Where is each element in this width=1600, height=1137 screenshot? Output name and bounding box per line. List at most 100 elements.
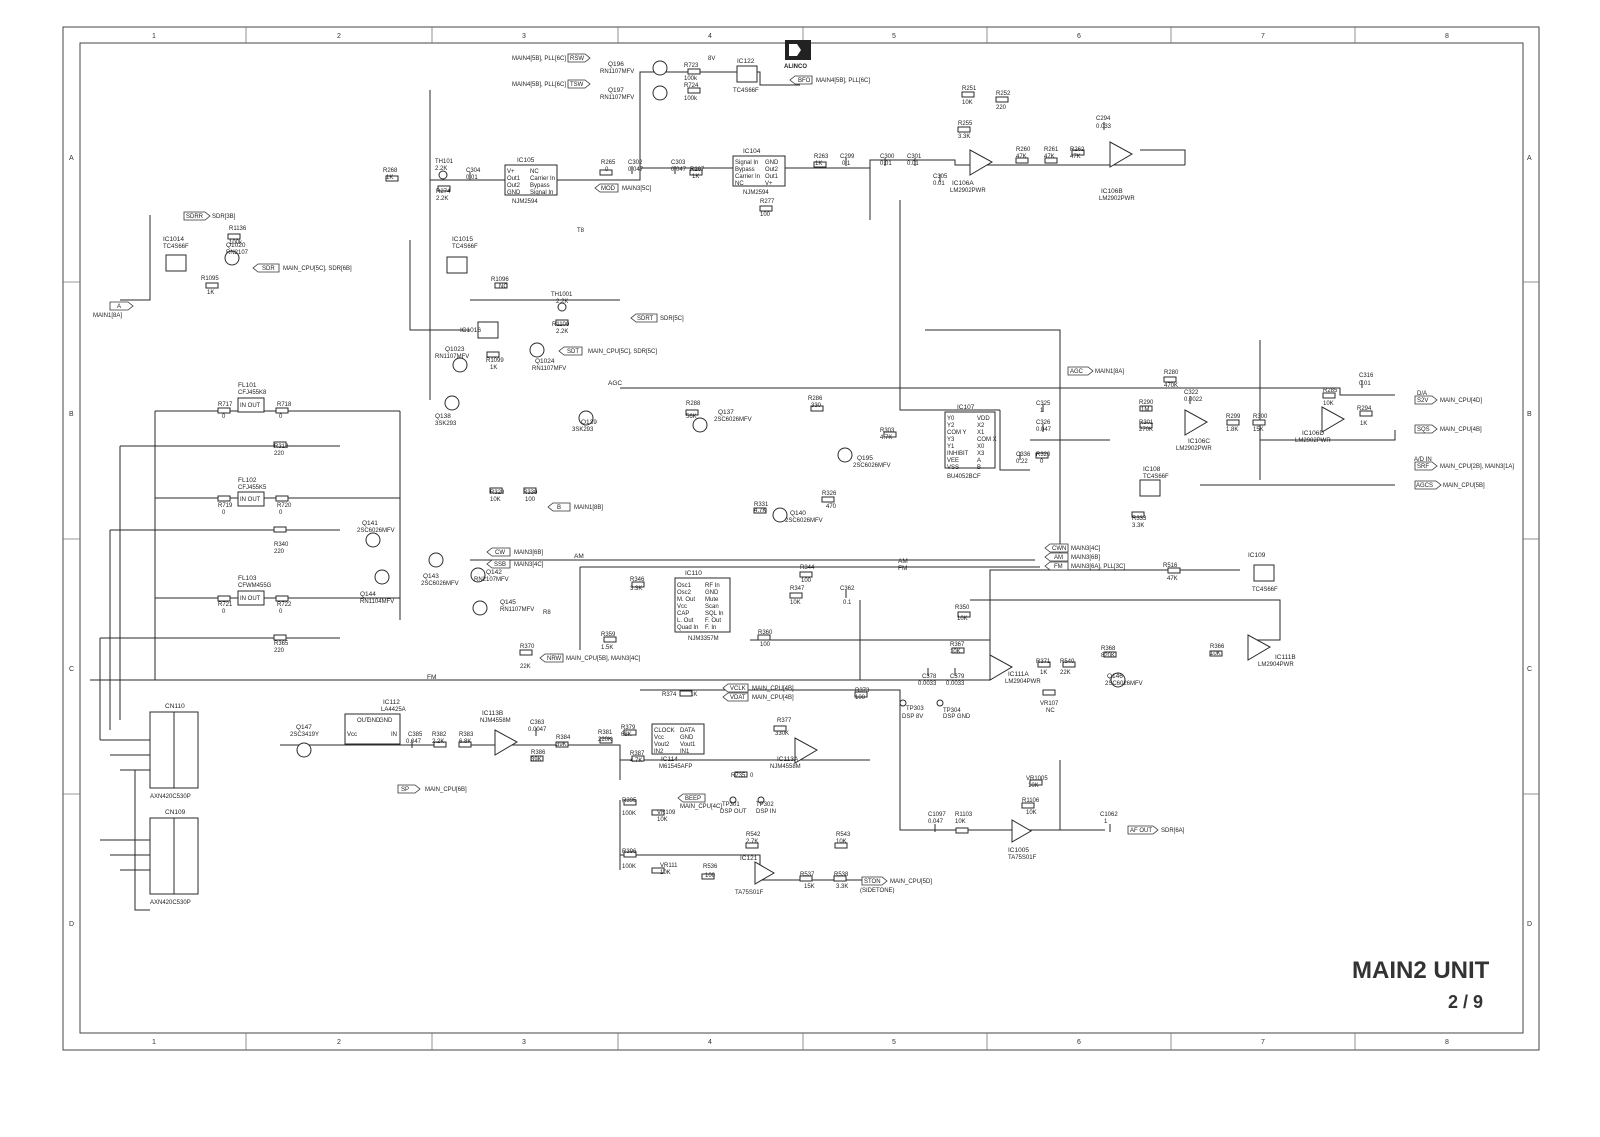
svg-text:NRW: NRW [547,656,562,662]
svg-text:IC112: IC112 [383,699,400,706]
svg-text:VR109: VR109 [657,810,676,816]
svg-text:RN1104MFV: RN1104MFV [360,599,394,605]
svg-text:IN OUT: IN OUT [240,497,261,503]
filter-fl101: FL101 CFJ455K8 IN OUT [237,382,267,413]
svg-text:C362: C362 [840,586,855,592]
net-tag-mod: MOD MAIN3[5C] [594,183,652,193]
svg-text:T8: T8 [577,228,585,234]
svg-text:MAIN_CPU[5C], SDR[6B]: MAIN_CPU[5C], SDR[6B] [283,266,352,272]
svg-text:Q1024: Q1024 [535,358,555,365]
svg-text:CAP: CAP [677,611,689,617]
svg-text:R286: R286 [808,396,823,402]
svg-text:3.3K: 3.3K [1132,523,1144,529]
svg-text:470: 470 [826,504,837,510]
svg-text:470K: 470K [1164,383,1178,389]
svg-text:SQL In: SQL In [705,611,723,617]
svg-text:Carrier In: Carrier In [530,176,555,182]
transistor-q139: Q139 3SK293 [572,410,597,433]
svg-text:10K: 10K [955,819,966,825]
svg-text:X2: X2 [977,423,985,429]
svg-text:NC: NC [499,284,508,290]
opamp-ic106b: IC106B LM2902PWR [1099,141,1135,202]
svg-text:0.047: 0.047 [928,819,944,825]
net-tag-cwn: CWN MAIN3[4C] [1044,543,1101,553]
svg-text:0.1: 0.1 [843,600,852,606]
svg-text:NJM4558M: NJM4558M [480,718,511,724]
svg-text:0.0033: 0.0033 [946,681,965,687]
ic-ic1016-switch: IC1016 [460,321,499,339]
svg-text:10K: 10K [957,616,968,622]
grid-col-label: 4 [708,1039,712,1046]
svg-text:4.7K: 4.7K [754,508,766,514]
svg-text:LA4425A: LA4425A [381,707,406,713]
svg-text:VSS: VSS [947,465,959,471]
transistor-q147: Q147 2SC3419Y [290,724,319,758]
svg-text:A: A [977,458,981,464]
svg-text:X1: X1 [977,430,985,436]
svg-text:10K: 10K [1026,810,1037,816]
svg-text:R1095: R1095 [201,276,219,282]
svg-text:10K: 10K [490,497,501,503]
svg-text:0: 0 [605,167,609,173]
svg-text:1K: 1K [490,365,497,371]
svg-text:Q1023: Q1023 [445,346,465,353]
svg-text:22K: 22K [1060,670,1071,676]
svg-text:330K: 330K [775,731,789,737]
svg-text:0.22: 0.22 [1016,459,1028,465]
svg-text:RN1107MFV: RN1107MFV [532,366,566,372]
svg-text:R516: R516 [1163,563,1178,569]
svg-text:MAIN_CPU[2B], MAIN3[1A]: MAIN_CPU[2B], MAIN3[1A] [1440,464,1514,470]
svg-text:2SC3419Y: 2SC3419Y [290,732,319,738]
svg-text:V+: V+ [765,181,773,187]
transistor-q1024: Q1024 RN1107MFV [529,342,566,372]
svg-text:R280: R280 [1164,370,1179,376]
net-tag-beep: BEEP MAIN_CPU[4C] [677,793,722,810]
grid-row-label: D [69,921,74,928]
svg-text:C336: C336 [1016,452,1031,458]
svg-text:220: 220 [274,451,285,457]
net-tag-nrw: NRW MAIN_CPU[5B], MAIN3[4C] [539,653,641,663]
svg-text:0: 0 [222,609,226,615]
net-tag-agcs: AGCS MAIN_CPU[5B] [1414,480,1485,490]
svg-text:IC1016: IC1016 [460,327,481,334]
net-tag-tsw: TSW MAIN4[5B], PLL[6C] [512,79,591,89]
svg-text:R384: R384 [556,735,571,741]
svg-text:BU4052BCF: BU4052BCF [947,474,981,480]
svg-text:NC: NC [1046,708,1055,714]
svg-text:Q138: Q138 [435,413,451,420]
svg-text:2.7K: 2.7K [746,839,758,845]
svg-text:LM2902PWR: LM2902PWR [1295,438,1331,444]
grid-col-label: 2 [337,33,341,40]
svg-text:B: B [557,505,561,511]
svg-text:IC109: IC109 [1248,552,1266,559]
svg-text:COM Y: COM Y [947,430,967,436]
svg-text:R723: R723 [684,63,699,69]
svg-text:3SK293: 3SK293 [435,421,457,427]
svg-text:0: 0 [279,414,283,420]
svg-text:R540: R540 [1060,659,1075,665]
svg-text:IC1005: IC1005 [1008,847,1029,854]
svg-text:8V: 8V [708,56,715,62]
svg-text:VR107: VR107 [1040,701,1059,707]
grid-col-label: 7 [1261,33,1265,40]
svg-text:AM: AM [1054,555,1063,561]
